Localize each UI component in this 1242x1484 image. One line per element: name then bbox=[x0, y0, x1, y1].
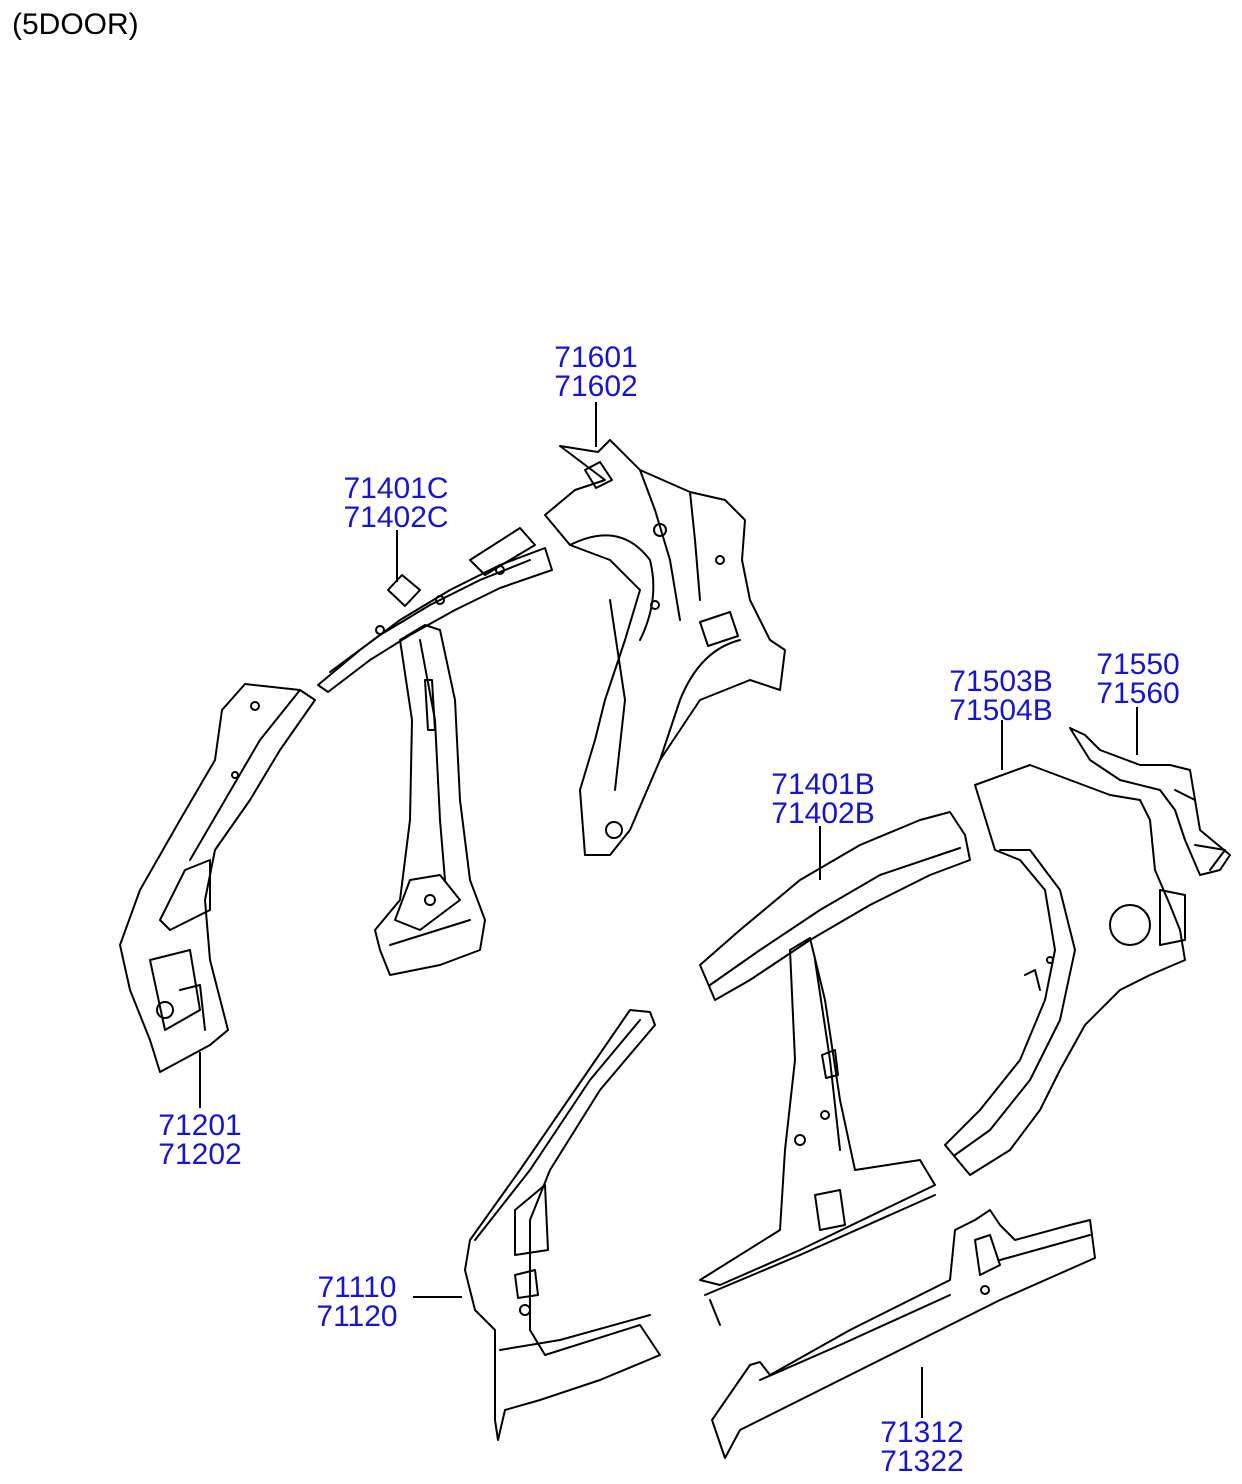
part-number: 71322 bbox=[880, 1445, 964, 1478]
callout-71550[interactable]: 71550 71560 bbox=[1093, 648, 1183, 710]
part-number: 71503B bbox=[949, 665, 1053, 698]
part-71401b-center-pillar-outer[interactable] bbox=[699, 937, 936, 1326]
callout-71401b[interactable]: 71401B 71402B bbox=[764, 768, 882, 830]
callout-71312[interactable]: 71312 71322 bbox=[877, 1416, 967, 1478]
part-number: 71602 bbox=[554, 370, 638, 403]
part-71110-front-side-outer[interactable] bbox=[464, 1009, 661, 1441]
part-number: 71110 bbox=[317, 1271, 397, 1304]
part-71401c-center-pillar-inner[interactable] bbox=[374, 624, 486, 976]
part-71401c-roof-rail-inner[interactable] bbox=[317, 527, 553, 693]
part-71401b-roof-rail-outer[interactable] bbox=[699, 811, 971, 1001]
callout-71201[interactable]: 71201 71202 bbox=[155, 1109, 245, 1171]
part-number: 71312 bbox=[880, 1416, 964, 1449]
part-71503b-quarter-panel-outer[interactable] bbox=[944, 764, 1186, 1176]
part-number: 71120 bbox=[316, 1300, 398, 1333]
callout-71503b[interactable]: 71503B 71504B bbox=[942, 665, 1060, 727]
callout-71401c[interactable]: 71401C 71402C bbox=[337, 472, 455, 534]
part-number: 71401C bbox=[343, 472, 449, 505]
part-number: 71601 bbox=[554, 341, 638, 374]
part-number: 71560 bbox=[1096, 677, 1180, 710]
part-number: 71401B bbox=[771, 768, 875, 801]
diagram-title: (5DOOR) bbox=[12, 8, 139, 41]
part-number: 71550 bbox=[1096, 648, 1180, 681]
part-71312-side-sill-outer[interactable] bbox=[711, 1209, 1096, 1459]
callout-71601[interactable]: 71601 71602 bbox=[551, 341, 641, 403]
part-number: 71201 bbox=[158, 1109, 242, 1142]
leader-lines bbox=[199, 402, 1138, 1418]
part-71201-front-pillar-inner[interactable] bbox=[119, 683, 316, 1073]
part-71601-inner-quarter-panel[interactable] bbox=[544, 439, 786, 856]
part-71550-extension-bracket[interactable] bbox=[1069, 727, 1231, 876]
part-number: 71402B bbox=[771, 797, 875, 830]
part-number: 71202 bbox=[158, 1138, 242, 1171]
part-number: 71504B bbox=[949, 694, 1053, 727]
part-number: 71402C bbox=[343, 501, 449, 534]
callout-71110[interactable]: 71110 71120 bbox=[312, 1271, 402, 1333]
